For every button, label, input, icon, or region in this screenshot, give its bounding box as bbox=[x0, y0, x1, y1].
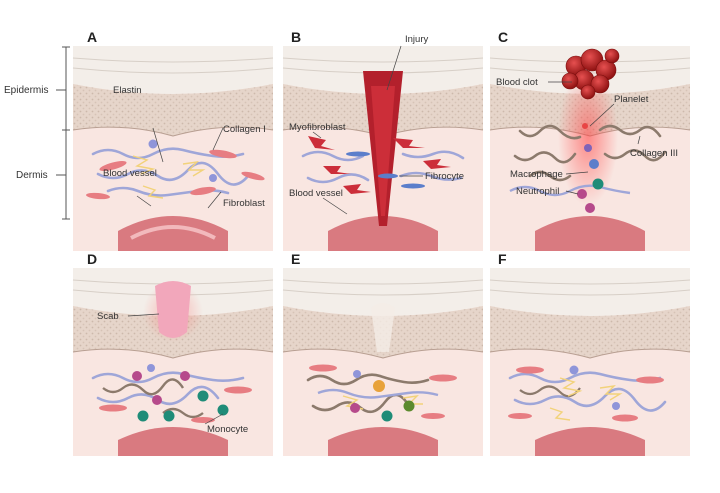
label-collagen-iii: Collagen III bbox=[630, 148, 678, 159]
label-scab: Scab bbox=[97, 311, 119, 322]
panel-b: B Injury Myof bbox=[282, 29, 484, 251]
label-fibrocyte: Fibrocyte bbox=[425, 171, 464, 182]
label-neutrophil: Neutrophil bbox=[516, 186, 559, 197]
panel-d: D Scab bbox=[72, 251, 274, 456]
label-macrophage: Macrophage bbox=[510, 169, 563, 180]
panel-c: C bbox=[489, 29, 691, 251]
panel-letter: D bbox=[87, 251, 97, 267]
panel-f: F bbox=[489, 251, 691, 456]
epidermis-label: Epidermis bbox=[4, 85, 48, 96]
panel-letter: B bbox=[291, 29, 301, 45]
label-blood-vessel: Blood vessel bbox=[103, 168, 157, 179]
layer-bracket: Epidermis Dermis bbox=[4, 46, 70, 220]
panel-letter: C bbox=[498, 29, 508, 45]
panel-e: E bbox=[282, 251, 484, 456]
label-blood-vessel-b: Blood vessel bbox=[289, 188, 343, 199]
label-planelet: Planelet bbox=[614, 94, 649, 105]
label-elastin: Elastin bbox=[113, 85, 142, 96]
label-blood-clot: Blood clot bbox=[496, 77, 538, 88]
label-monocyte: Monocyte bbox=[207, 424, 248, 435]
dermis-label: Dermis bbox=[16, 170, 48, 181]
panel-letter: E bbox=[291, 251, 300, 267]
label-collagen-i: Collagen I bbox=[223, 124, 266, 135]
label-fibroblast: Fibroblast bbox=[223, 198, 265, 209]
panel-letter: F bbox=[498, 251, 507, 267]
label-injury: Injury bbox=[405, 34, 428, 45]
label-myofibroblast: Myofibroblast bbox=[289, 122, 346, 133]
panel-letter: A bbox=[87, 29, 97, 45]
panel-a: A Elastin Colla bbox=[72, 29, 274, 251]
